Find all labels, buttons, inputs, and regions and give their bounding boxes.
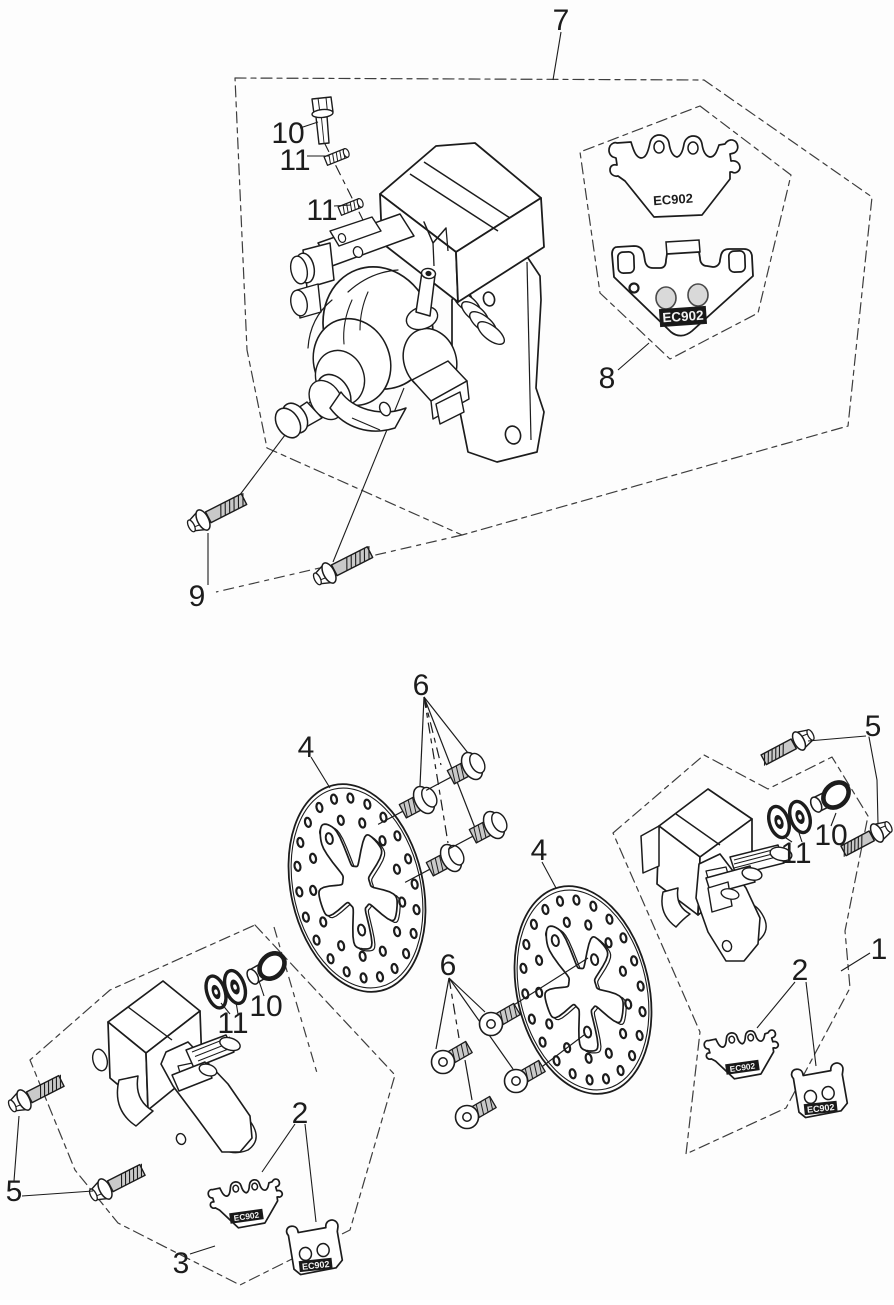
svg-text:3: 3 [173, 1247, 190, 1280]
svg-text:5: 5 [6, 1175, 23, 1208]
svg-text:10: 10 [814, 819, 847, 852]
svg-text:8: 8 [599, 362, 616, 395]
svg-text:4: 4 [298, 731, 315, 764]
svg-text:11: 11 [780, 837, 811, 870]
svg-text:2: 2 [792, 954, 809, 987]
svg-text:4: 4 [531, 834, 548, 867]
svg-text:11: 11 [217, 1007, 248, 1040]
svg-text:6: 6 [413, 669, 430, 702]
svg-text:9: 9 [189, 580, 206, 613]
svg-text:2: 2 [292, 1097, 309, 1130]
svg-text:6: 6 [440, 949, 457, 982]
svg-text:1: 1 [871, 933, 888, 966]
svg-text:11: 11 [306, 194, 337, 227]
svg-text:11: 11 [279, 144, 310, 177]
svg-text:10: 10 [249, 990, 282, 1023]
svg-text:EC902: EC902 [653, 190, 694, 208]
svg-text:EC902: EC902 [662, 308, 704, 326]
svg-text:7: 7 [553, 4, 570, 37]
svg-text:5: 5 [865, 710, 882, 743]
